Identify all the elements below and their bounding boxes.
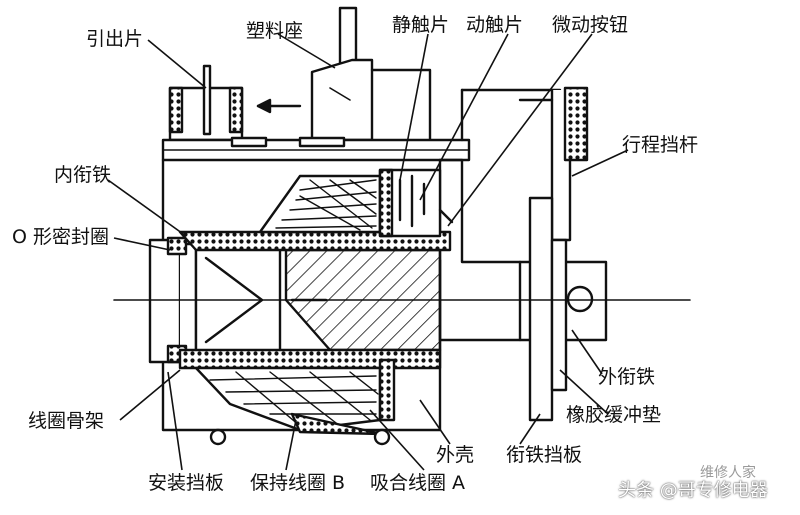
watermark-faint: 维修人家 [700, 465, 756, 481]
label-shell: 外壳 [436, 444, 475, 466]
watermark: 头条 @哥专修电器 [618, 480, 768, 501]
label-o-ring: O 形密封圈 [12, 226, 109, 248]
left-cap [148, 238, 182, 364]
label-pull-coil: 吸合线圈 A [370, 472, 466, 494]
label-hold-coil: 保持线圈 B [250, 472, 346, 494]
label-travel-lever: 行程挡杆 [622, 134, 699, 156]
label-static-contact: 静触片 [392, 14, 450, 36]
label-micro-button: 微动按钮 [552, 14, 629, 36]
label-outer-armature: 外衔铁 [598, 366, 656, 388]
plastic-base [310, 58, 374, 142]
label-armature-stop: 衔铁挡板 [506, 444, 583, 466]
lower-coil [194, 366, 382, 432]
label-inner-armature: 内衔铁 [54, 164, 112, 186]
rubber-pad [528, 196, 554, 422]
label-plastic-base: 塑料座 [246, 20, 304, 42]
label-coil-bobbin: 线圈骨架 [28, 410, 105, 432]
label-rubber-pad: 橡胶缓冲垫 [566, 404, 662, 426]
label-lead-tab: 引出片 [86, 28, 144, 50]
label-mounting-plate: 安装挡板 [148, 472, 225, 494]
label-moving-contact: 动触片 [466, 14, 524, 36]
